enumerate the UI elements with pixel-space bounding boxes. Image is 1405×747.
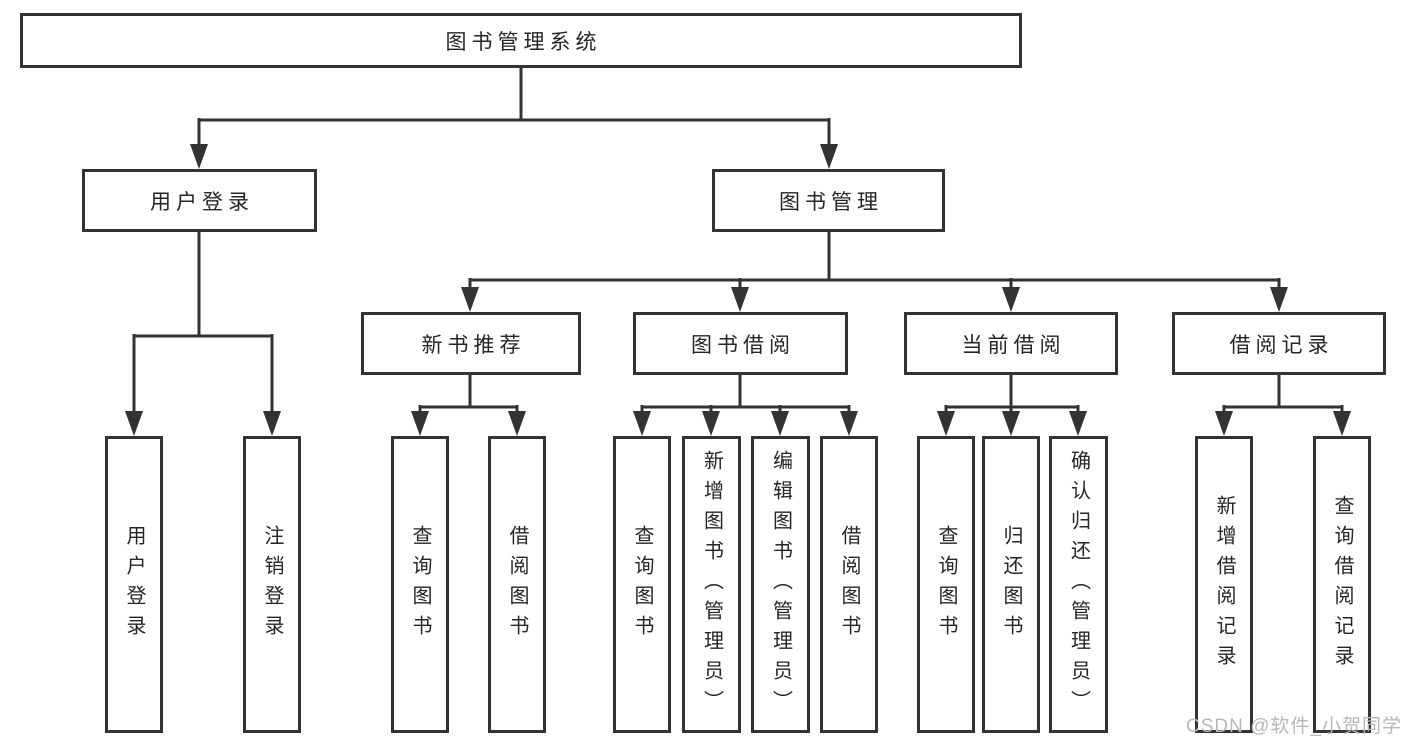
connector-user-login-to-leaves: [125, 232, 281, 436]
node-current-borrowing: 当前借阅: [904, 312, 1118, 375]
arrowhead: [1002, 287, 1020, 312]
leaf-user-login: 用户登录: [105, 436, 163, 733]
connector-new-book-recommend-to-leaves: [411, 375, 526, 436]
leaf-confirm-return-admin: 确认归还（管理员）: [1049, 436, 1108, 733]
node-label: 图书借阅: [691, 333, 795, 357]
arrowhead: [731, 287, 749, 312]
node-label: 确认归还（管理员）: [1067, 449, 1090, 720]
leaf-add-borrow-record: 新增借阅记录: [1195, 436, 1253, 733]
node-label: 查询图书: [409, 524, 431, 645]
leaf-add-books-admin: 新增图书（管理员）: [682, 436, 741, 733]
node-user-login: 用户登录: [82, 169, 317, 232]
node-label: 借阅图书: [838, 524, 860, 645]
node-label: 新增图书（管理员）: [700, 449, 723, 720]
connector-root-to-level2: [190, 66, 838, 169]
node-label: 注销登录: [261, 524, 283, 645]
arrowhead: [1333, 411, 1351, 436]
arrowhead: [702, 411, 720, 436]
leaf-logout: 注销登录: [243, 436, 301, 733]
arrowhead: [937, 411, 955, 436]
node-new-book-recommend: 新书推荐: [361, 312, 581, 375]
arrowhead: [263, 411, 281, 436]
leaf-borrow-books-recommend: 借阅图书: [488, 436, 546, 733]
arrowhead: [508, 411, 526, 436]
arrowhead: [461, 287, 479, 312]
arrowhead: [1215, 411, 1233, 436]
arrowhead: [771, 411, 789, 436]
node-label: 借阅图书: [506, 524, 528, 645]
arrowhead: [411, 411, 429, 436]
leaf-edit-books-admin: 编辑图书（管理员）: [751, 436, 810, 733]
node-book-management: 图书管理: [712, 169, 945, 232]
connector-borrowing-records-to-leaves: [1215, 375, 1351, 436]
leaf-borrow-books-borrowing: 借阅图书: [820, 436, 878, 733]
arrowhead: [1069, 411, 1087, 436]
node-label: 新增借阅记录: [1213, 494, 1235, 675]
csdn-watermark: CSDN @软件_小贺同学: [1186, 716, 1402, 737]
leaf-search-books-current: 查询图书: [917, 436, 975, 733]
connector-book-management-to-level3: [461, 232, 1288, 312]
node-label: 用户登录: [123, 524, 145, 645]
node-book-borrowing: 图书借阅: [633, 312, 848, 375]
node-label: 借阅记录: [1229, 333, 1334, 357]
node-label: 图书管理系统: [445, 30, 602, 54]
node-label: 用户登录: [150, 190, 254, 214]
node-label: 查询图书: [631, 524, 653, 645]
arrowhead: [1002, 411, 1020, 436]
arrowhead: [840, 411, 858, 436]
node-library-system: 图书管理系统: [20, 13, 1022, 68]
connector-current-borrowing-to-leaves: [937, 375, 1087, 436]
leaf-return-books: 归还图书: [982, 436, 1040, 733]
connector-book-borrowing-to-leaves: [633, 375, 858, 436]
node-borrowing-records: 借阅记录: [1172, 312, 1386, 375]
node-label: 查询借阅记录: [1331, 494, 1353, 675]
node-label: 编辑图书（管理员）: [769, 449, 792, 720]
node-label: 查询图书: [935, 524, 957, 645]
arrowhead: [125, 411, 143, 436]
leaf-search-books-recommend: 查询图书: [391, 436, 449, 733]
arrowhead: [820, 144, 838, 169]
node-label: 新书推荐: [421, 333, 526, 357]
arrowhead: [1270, 287, 1288, 312]
arrowhead: [190, 144, 208, 169]
leaf-search-books-borrowing: 查询图书: [613, 436, 671, 733]
node-label: 当前借阅: [961, 333, 1066, 357]
leaf-search-borrow-record: 查询借阅记录: [1313, 436, 1371, 733]
node-label: 图书管理: [779, 190, 883, 214]
node-label: 归还图书: [1000, 524, 1022, 645]
arrowhead: [633, 411, 651, 436]
